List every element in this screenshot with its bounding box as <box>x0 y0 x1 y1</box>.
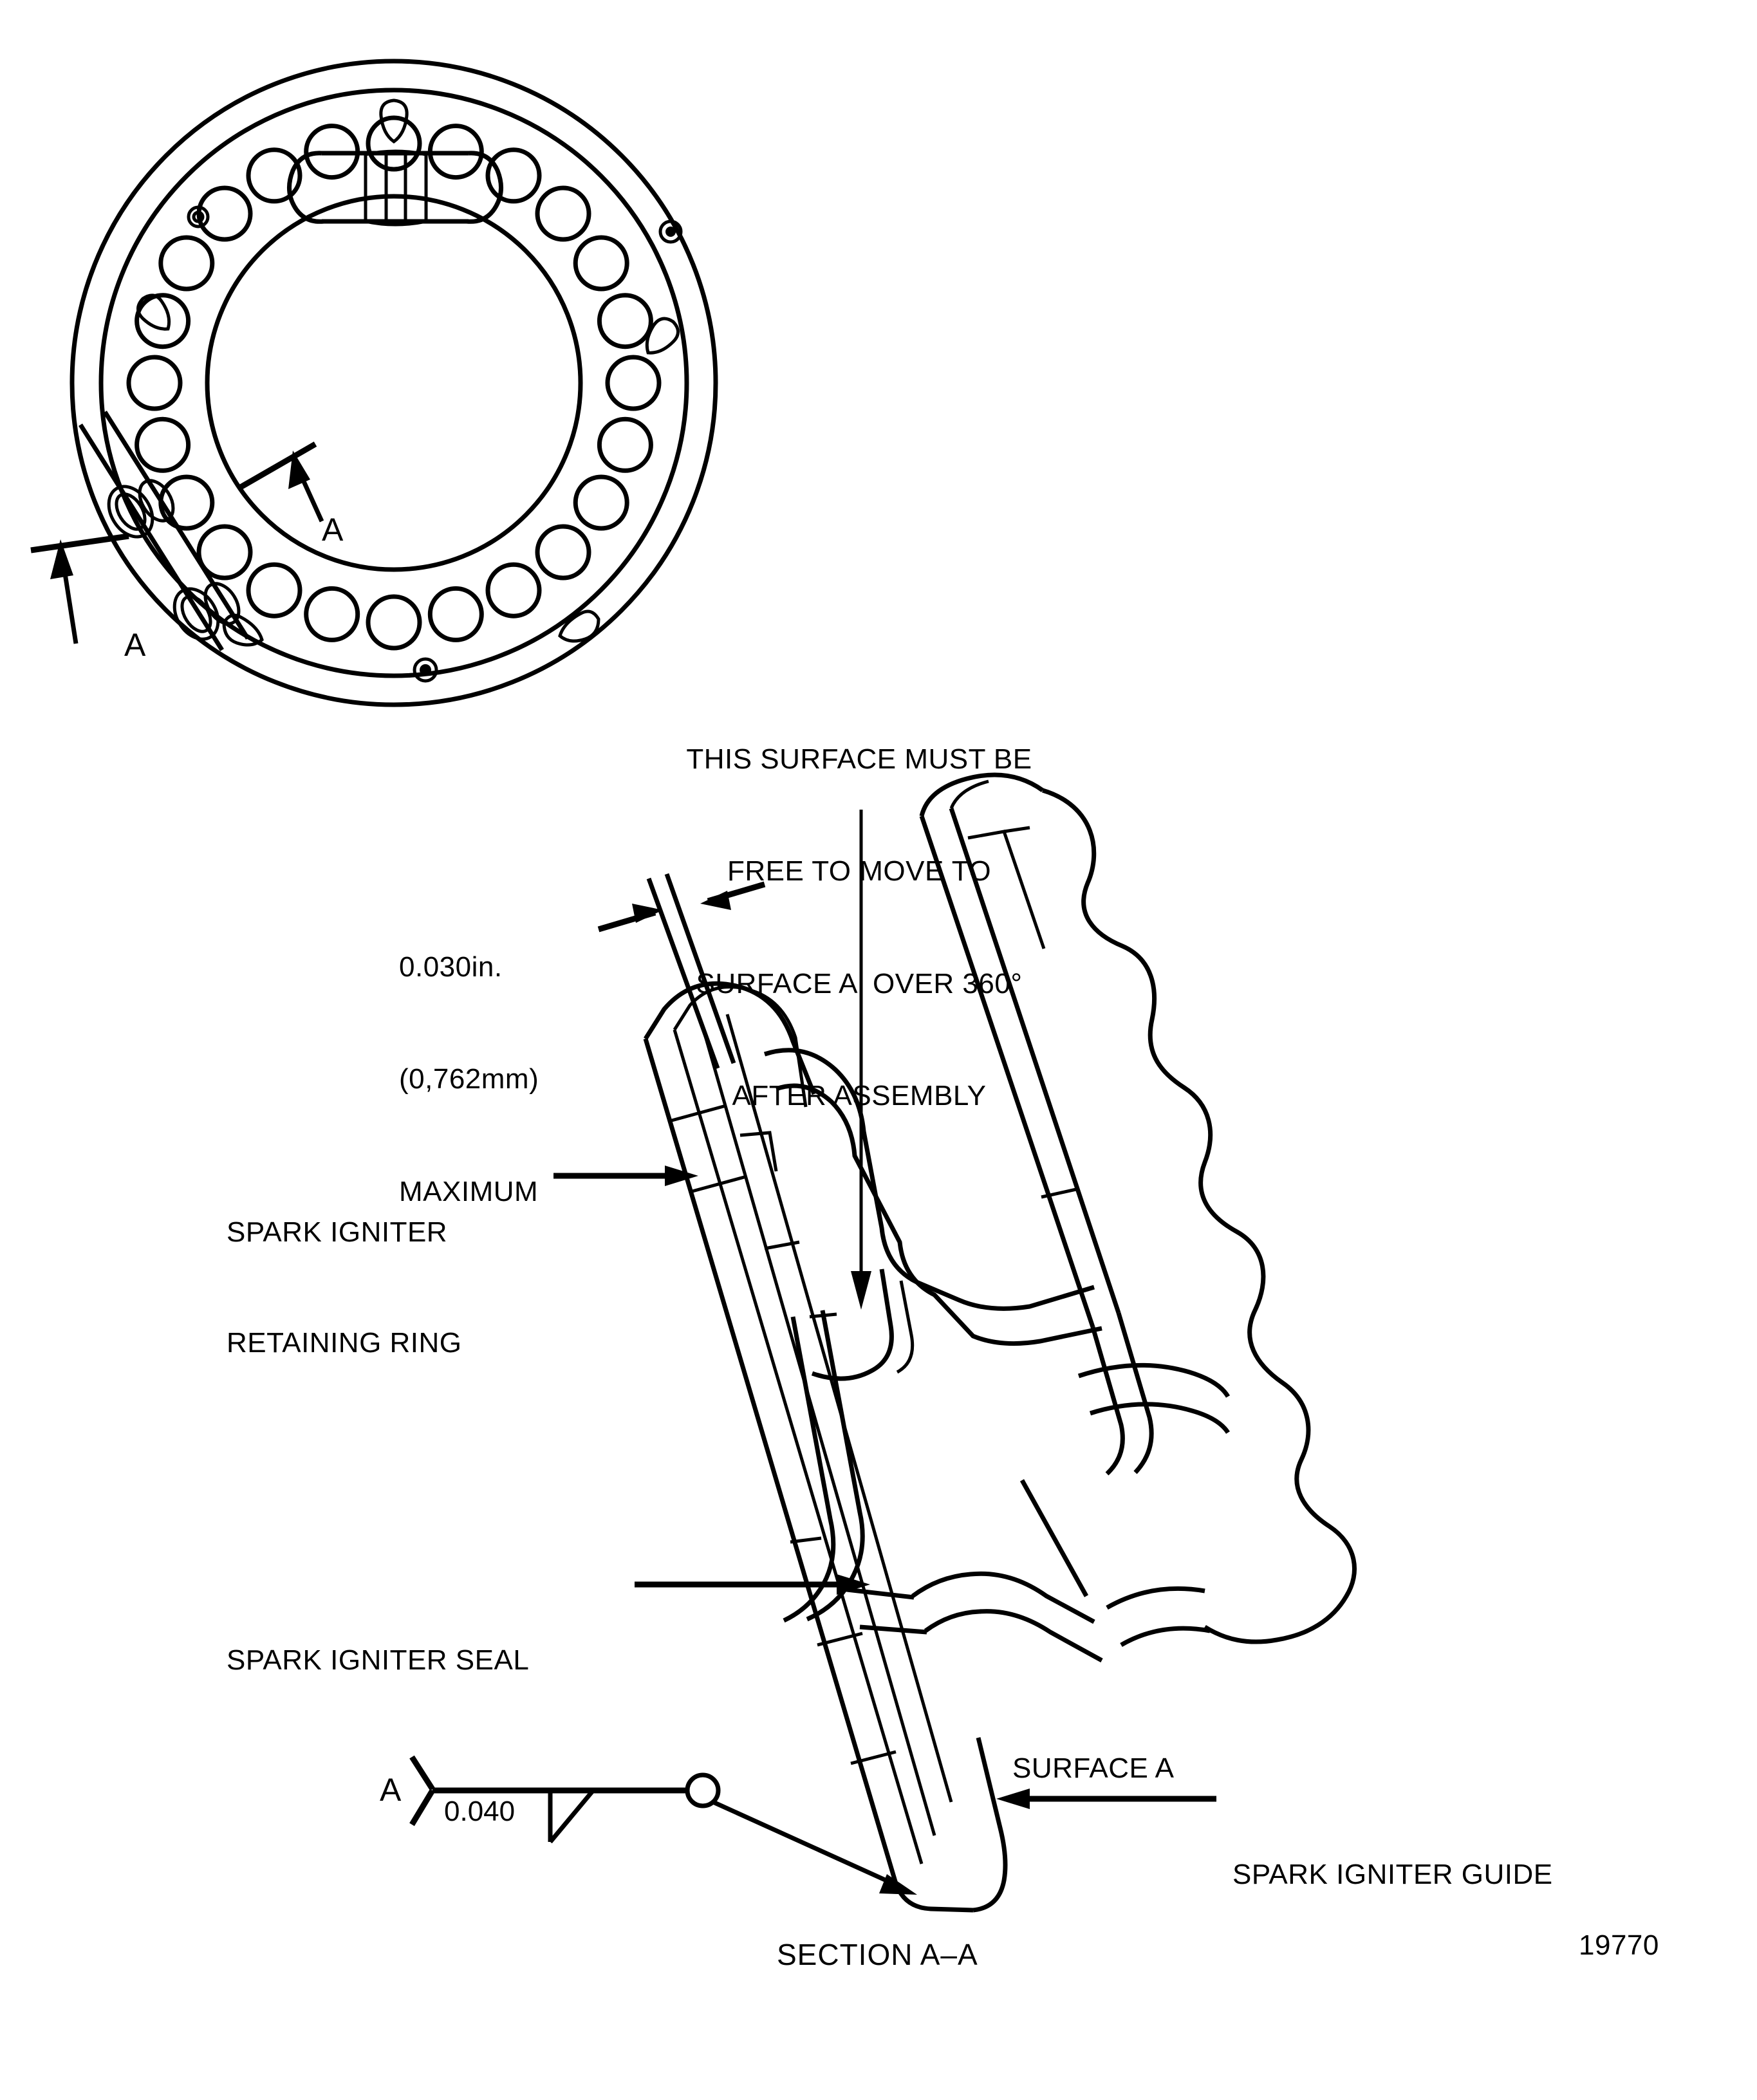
callout-surface-a: SURFACE A <box>1012 1677 1283 1861</box>
leader-spark-igniter-guide <box>996 1789 1216 1809</box>
ring-outer-inner-circle <box>98 88 689 678</box>
callout-line: SPARK IGNITER SEAL <box>227 1644 530 1677</box>
note-clearance-dimension: 0.030in. (0,762mm) MAXIMUM <box>399 874 644 1285</box>
ring-outer-circle <box>70 59 718 707</box>
ring-bore-circle <box>205 194 583 572</box>
spark-igniter-seal-profile <box>763 1048 1102 1623</box>
section-cut-bosses <box>107 479 241 641</box>
seal-lower-bend <box>846 1571 1103 1663</box>
callout-spark-igniter-retaining-ring: SPARK IGNITER RETAINING RING <box>227 1140 561 1435</box>
callout-spark-igniter-seal: SPARK IGNITER SEAL <box>227 1568 651 1752</box>
callout-spark-igniter-guide: SPARK IGNITER GUIDE <box>1232 1783 1683 1967</box>
ring-hole-pattern <box>126 115 662 651</box>
section-a-a-view <box>643 772 1357 1913</box>
ignition-port-boss <box>287 149 503 227</box>
section-cut-line-a-a <box>79 411 250 651</box>
callout-line: SPARK IGNITER <box>227 1216 448 1249</box>
ring-locating-tabs <box>136 98 680 647</box>
callout-line: RETAINING RING <box>227 1326 462 1359</box>
note-line: SURFACE A OVER 360° <box>696 967 1023 999</box>
note-line: THIS SURFACE MUST BE <box>686 743 1032 776</box>
note-surface-free-to-move: THIS SURFACE MUST BE FREE TO MOVE TO SUR… <box>634 666 1084 1189</box>
ring-pin-holes <box>187 205 683 683</box>
leader-retaining-ring <box>553 1166 698 1186</box>
section-arrow-a-inner <box>237 441 324 523</box>
seal-interior-detail <box>739 1131 837 1544</box>
gdt-tolerance-value: 0.040 <box>444 1796 516 1827</box>
leader-surface-a <box>1019 1479 1089 1597</box>
top-view-ring-assembly <box>30 59 718 707</box>
section-arrow-letter-outer: A <box>124 627 146 663</box>
callout-line: SURFACE A <box>1012 1752 1175 1785</box>
leader-surface-free-note <box>851 810 871 1310</box>
dimension-value-mm: (0,762mm) <box>399 1063 539 1095</box>
gdt-datum-letter: A <box>380 1772 402 1808</box>
figure-number: 19770 <box>1579 1929 1659 1961</box>
leader-spark-igniter-seal <box>635 1574 870 1595</box>
section-arrow-letter-inner: A <box>322 512 344 548</box>
spark-igniter-guide-body <box>643 981 1008 1913</box>
note-line: FREE TO MOVE TO <box>727 855 992 887</box>
note-line: AFTER ASSEMBLY <box>732 1079 987 1111</box>
dimension-qualifier: MAXIMUM <box>399 1175 539 1207</box>
dimension-value-inch: 0.030in. <box>399 951 503 983</box>
callout-line: SPARK IGNITER GUIDE <box>1232 1859 1553 1891</box>
section-arrow-a-outer <box>30 533 129 644</box>
housing-broken-section <box>919 772 1357 1648</box>
section-view-caption: SECTION A–A <box>777 1938 978 1971</box>
